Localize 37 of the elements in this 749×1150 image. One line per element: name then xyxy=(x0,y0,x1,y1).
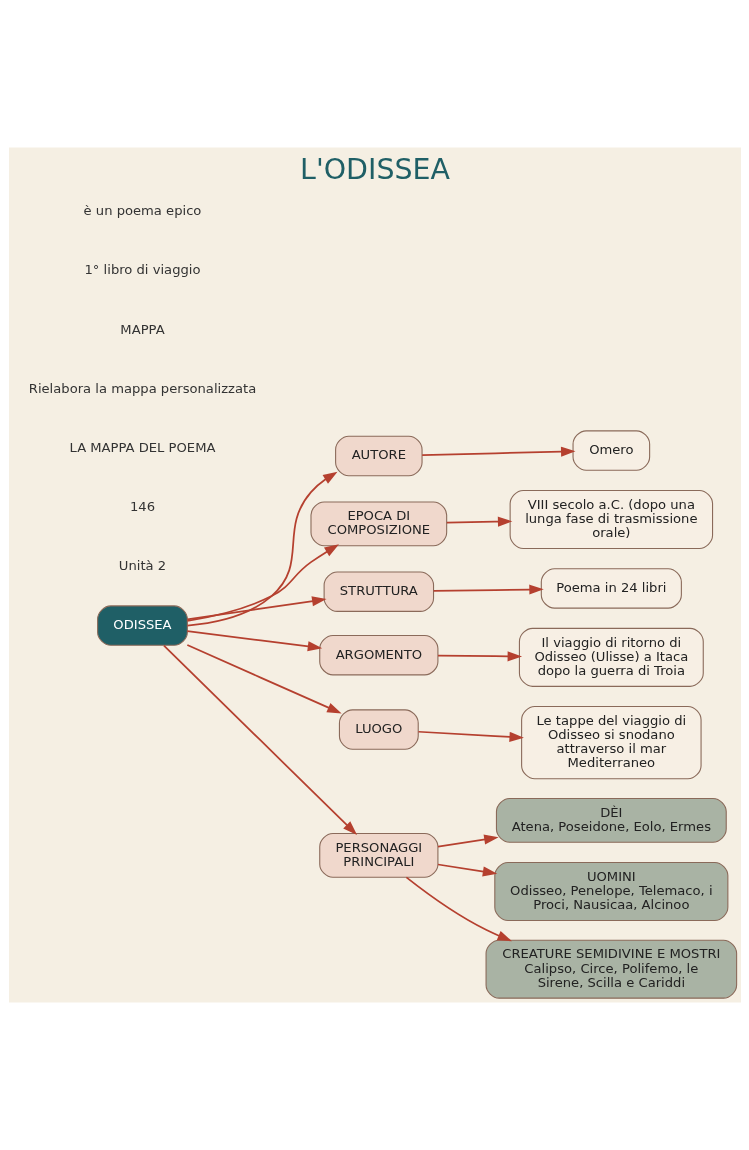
node-box: Il viaggio di ritorno di Odisseo (Ulisse) a Itaca dopo la guerra di Troia xyxy=(518,627,704,687)
node-box: LUOGO xyxy=(338,709,419,750)
arrow xyxy=(185,630,322,652)
arrow xyxy=(445,516,512,527)
node-box: CREATURE SEMIDIVINE E MOSTRI Calipso, Circe, Polifemo, le Sirene, Scilla e Cariddi xyxy=(485,939,737,999)
node-box: Poema in 24 libri xyxy=(540,568,682,609)
arrow xyxy=(432,584,544,595)
arrow xyxy=(405,876,512,942)
label: 146 xyxy=(129,498,155,514)
label: Unità 2 xyxy=(118,557,166,573)
label: MAPPA xyxy=(119,321,165,337)
label: 1° libro di viaggio xyxy=(84,262,200,278)
arrow xyxy=(436,834,499,848)
arrow xyxy=(420,446,575,457)
node-box: ARGOMENTO xyxy=(318,634,438,676)
arrow xyxy=(162,644,357,836)
node-box: Le tappe del viaggio di Odisseo si snodano attraverso il mar Mediterraneo xyxy=(520,706,702,780)
arrow xyxy=(185,596,327,621)
node-box: EPOCA DI COMPOSIZIONE xyxy=(309,501,447,547)
arrow xyxy=(417,730,524,742)
arrow xyxy=(436,651,522,662)
node-box: VIII secolo a.C. (dopo una lunga fase di trasmissione orale) xyxy=(509,489,713,549)
arrow xyxy=(185,644,342,714)
diagram-title: L'ODISSEA xyxy=(299,152,450,186)
node-box: STRUTTURA xyxy=(323,571,434,612)
node-box: DÈI Atena, Poseidone, Eolo, Ermes xyxy=(495,797,727,843)
label: LA MAPPA DEL POEMA xyxy=(69,439,215,455)
label: è un poema epico xyxy=(83,203,201,219)
node-box: ODISSEA xyxy=(96,605,188,646)
node-box: AUTORE xyxy=(334,435,423,477)
arrow xyxy=(436,863,497,877)
label: Rielabora la mappa personalizzata xyxy=(28,380,256,396)
node-box: Omero xyxy=(572,430,650,471)
arrow xyxy=(186,544,339,622)
node-box: PERSONAGGI PRINCIPALI xyxy=(318,832,438,878)
arrow xyxy=(186,471,337,627)
node-box: UOMINI Odisseo, Penelope, Telemaco, i Proci, Nausicaa, Alcinoo xyxy=(493,861,728,922)
